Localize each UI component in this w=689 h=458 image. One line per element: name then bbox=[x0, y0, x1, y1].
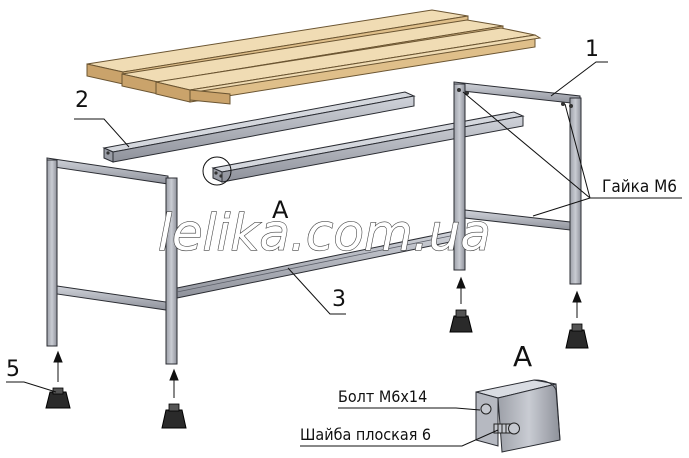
plank-4 bbox=[188, 34, 542, 105]
leader-part2 bbox=[74, 118, 130, 148]
upper-crossbar-rear bbox=[211, 111, 525, 183]
leader-lines bbox=[6, 61, 682, 447]
leader-part1 bbox=[550, 61, 608, 97]
label-part2: 2 bbox=[75, 88, 89, 113]
arrow-front-left bbox=[53, 350, 63, 382]
label-part1: 1 bbox=[585, 37, 599, 62]
label-part3: 3 bbox=[332, 287, 346, 312]
detail-marker-circle bbox=[202, 156, 232, 186]
foot-rear-left bbox=[449, 309, 473, 333]
detail-view-a bbox=[475, 379, 561, 453]
label-detail-ref: А bbox=[272, 196, 289, 224]
foot-front-right bbox=[161, 403, 187, 429]
leader-part5 bbox=[6, 381, 57, 393]
foot-front-left bbox=[45, 387, 71, 409]
leader-washer bbox=[300, 429, 499, 447]
arrow-rear-left bbox=[456, 276, 466, 304]
insertion-arrows bbox=[53, 276, 582, 398]
right-frame bbox=[453, 81, 582, 285]
leader-nut-2 bbox=[564, 103, 591, 199]
foot-rear-right bbox=[565, 323, 589, 349]
seat-planks bbox=[86, 9, 542, 105]
left-frame bbox=[46, 157, 178, 365]
label-detail-title: А bbox=[513, 340, 532, 373]
leader-bolt bbox=[338, 407, 481, 411]
bolt-lower bbox=[493, 422, 520, 435]
label-washer: Шайба плоская 6 bbox=[300, 425, 431, 444]
label-part5: 5 bbox=[6, 357, 20, 382]
arrow-front-right bbox=[169, 368, 179, 398]
bolt-head-upper bbox=[480, 403, 492, 415]
leader-part3 bbox=[287, 267, 346, 315]
watermark-text: lelika.com.ua bbox=[158, 204, 491, 262]
label-bolt: Болт М6х14 bbox=[338, 387, 427, 406]
label-nut: Гайка М6 bbox=[602, 177, 677, 197]
leader-nut-3 bbox=[532, 197, 591, 217]
arrow-rear-right bbox=[572, 290, 582, 318]
upper-crossbar-front bbox=[102, 91, 416, 163]
